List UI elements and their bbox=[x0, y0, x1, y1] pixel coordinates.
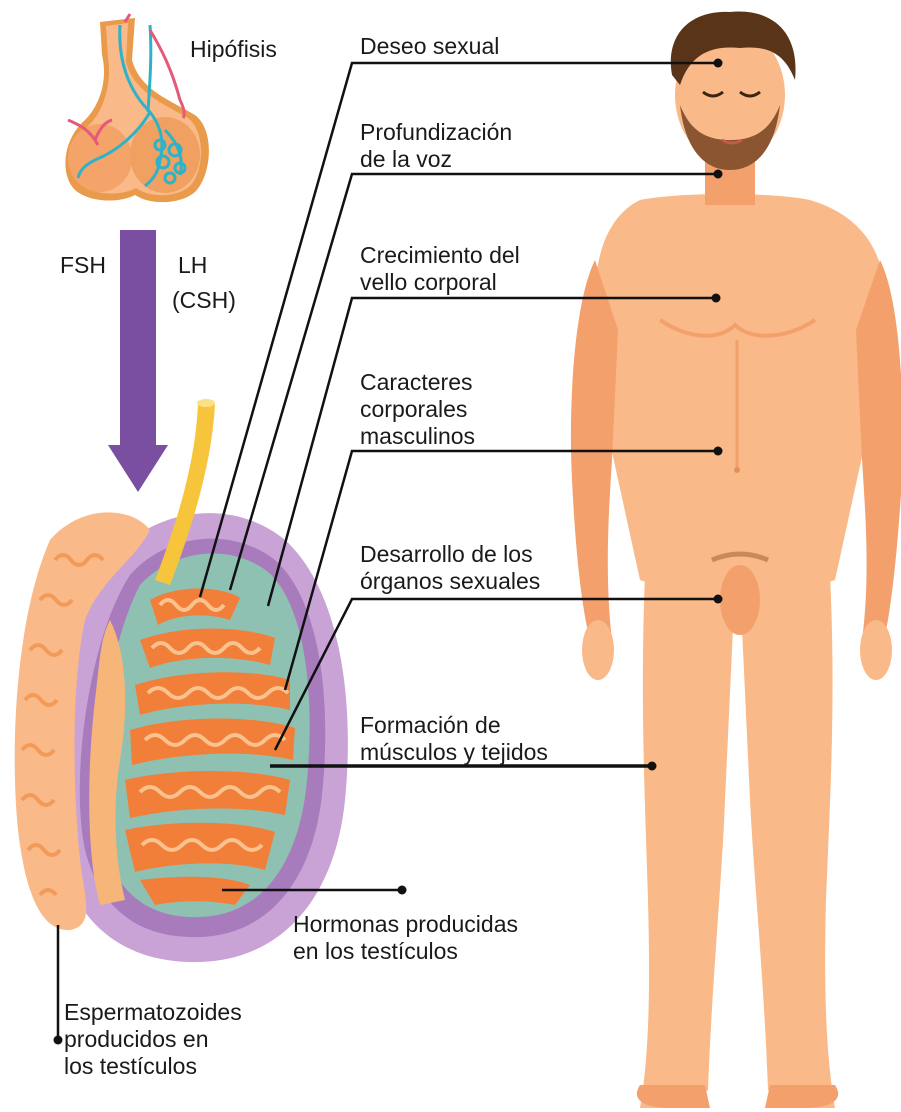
label-body-characters: Caracteres corporales masculinos bbox=[360, 369, 475, 450]
label-sperm-line3: los testículos bbox=[64, 1053, 242, 1080]
label-sperm: Espermatozoides producidos en los testíc… bbox=[64, 999, 242, 1080]
label-body-hair: Crecimiento del vello corporal bbox=[360, 242, 520, 296]
dot-sexual-organs bbox=[714, 595, 723, 604]
label-sexual-organs: Desarrollo de los órganos sexuales bbox=[360, 541, 540, 595]
label-body-characters-line2: corporales bbox=[360, 396, 475, 423]
hormone-arrow-icon bbox=[108, 230, 168, 492]
label-body-characters-line1: Caracteres bbox=[360, 369, 475, 396]
label-sexual-desire-text: Deseo sexual bbox=[360, 33, 499, 60]
label-lh-line2: (CSH) bbox=[172, 287, 236, 314]
label-body-hair-line1: Crecimiento del bbox=[360, 242, 520, 269]
label-hormones: Hormonas producidas en los testículos bbox=[293, 911, 518, 965]
label-sexual-desire: Deseo sexual bbox=[360, 33, 499, 60]
label-hormones-line2: en los testículos bbox=[293, 938, 518, 965]
label-muscles-line2: músculos y tejidos bbox=[360, 739, 548, 766]
dot-hormones bbox=[398, 886, 407, 895]
label-fsh: FSH bbox=[60, 252, 106, 279]
label-hormones-line1: Hormonas producidas bbox=[293, 911, 518, 938]
testicle-cross-section-icon bbox=[15, 399, 348, 962]
male-body-icon bbox=[571, 12, 901, 1108]
label-lh: LH (CSH) bbox=[172, 252, 236, 314]
dot-muscles bbox=[648, 762, 657, 771]
label-muscles: Formación de músculos y tejidos bbox=[360, 712, 548, 766]
label-sperm-line2: producidos en bbox=[64, 1026, 242, 1053]
dot-voice bbox=[714, 170, 723, 179]
label-pituitary-text: Hipófisis bbox=[190, 36, 277, 63]
dot-sexual-desire bbox=[714, 59, 723, 68]
label-sexual-organs-line1: Desarrollo de los bbox=[360, 541, 540, 568]
label-body-characters-line3: masculinos bbox=[360, 423, 475, 450]
dot-body-characters bbox=[714, 447, 723, 456]
pituitary-gland-icon bbox=[65, 14, 209, 202]
label-voice-line2: de la voz bbox=[360, 146, 512, 173]
label-voice: Profundización de la voz bbox=[360, 119, 512, 173]
label-body-hair-line2: vello corporal bbox=[360, 269, 520, 296]
label-muscles-line1: Formación de bbox=[360, 712, 548, 739]
label-pituitary: Hipófisis bbox=[190, 36, 277, 63]
label-sexual-organs-line2: órganos sexuales bbox=[360, 568, 540, 595]
label-fsh-text: FSH bbox=[60, 252, 106, 279]
label-sperm-line1: Espermatozoides bbox=[64, 999, 242, 1026]
dot-sperm bbox=[54, 1036, 63, 1045]
label-voice-line1: Profundización bbox=[360, 119, 512, 146]
dot-body-hair bbox=[712, 294, 721, 303]
label-lh-line1: LH bbox=[172, 252, 236, 279]
